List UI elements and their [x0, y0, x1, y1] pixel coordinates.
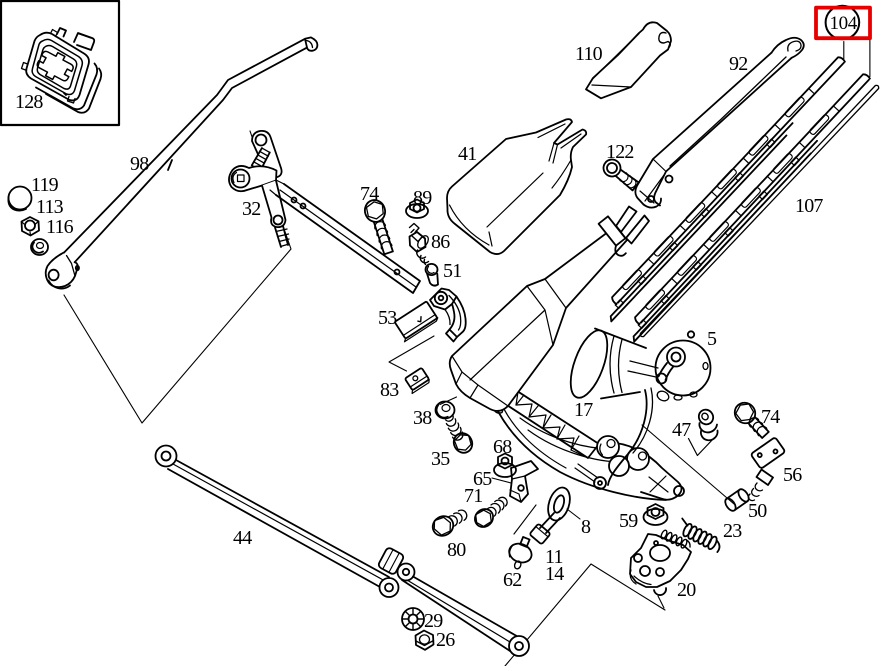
- svg-text:98: 98: [130, 153, 149, 175]
- svg-text:11: 11: [545, 546, 563, 568]
- svg-text:59: 59: [619, 510, 638, 532]
- svg-text:53: 53: [378, 307, 397, 329]
- svg-text:14: 14: [545, 563, 564, 585]
- svg-text:41: 41: [458, 143, 476, 165]
- svg-text:20: 20: [677, 579, 696, 601]
- svg-text:23: 23: [723, 520, 742, 542]
- svg-text:110: 110: [575, 43, 603, 65]
- svg-text:56: 56: [783, 464, 802, 486]
- svg-text:35: 35: [431, 448, 450, 470]
- svg-text:5: 5: [707, 328, 717, 350]
- svg-text:26: 26: [436, 629, 455, 651]
- svg-text:92: 92: [729, 53, 747, 75]
- svg-text:113: 113: [36, 196, 64, 218]
- svg-text:50: 50: [748, 500, 767, 522]
- svg-text:51: 51: [443, 260, 461, 282]
- svg-text:83: 83: [380, 379, 399, 401]
- svg-text:122: 122: [606, 141, 634, 163]
- svg-text:116: 116: [46, 216, 74, 238]
- svg-text:128: 128: [15, 91, 43, 113]
- svg-text:104: 104: [830, 13, 858, 34]
- svg-text:68: 68: [493, 436, 512, 458]
- svg-text:62: 62: [503, 569, 521, 591]
- svg-text:47: 47: [672, 419, 691, 441]
- svg-text:17: 17: [574, 399, 593, 421]
- svg-text:119: 119: [31, 174, 59, 196]
- svg-text:71: 71: [464, 485, 482, 507]
- svg-text:32: 32: [242, 198, 260, 220]
- svg-text:80: 80: [447, 539, 466, 561]
- svg-text:38: 38: [413, 407, 432, 429]
- svg-text:44: 44: [233, 527, 252, 549]
- svg-text:29: 29: [424, 610, 443, 632]
- svg-text:74: 74: [761, 406, 780, 428]
- svg-text:74: 74: [360, 183, 379, 205]
- svg-text:8: 8: [581, 516, 591, 538]
- svg-text:86: 86: [431, 231, 450, 253]
- svg-text:89: 89: [413, 187, 432, 209]
- svg-text:107: 107: [795, 195, 823, 217]
- svg-text:65: 65: [473, 468, 492, 490]
